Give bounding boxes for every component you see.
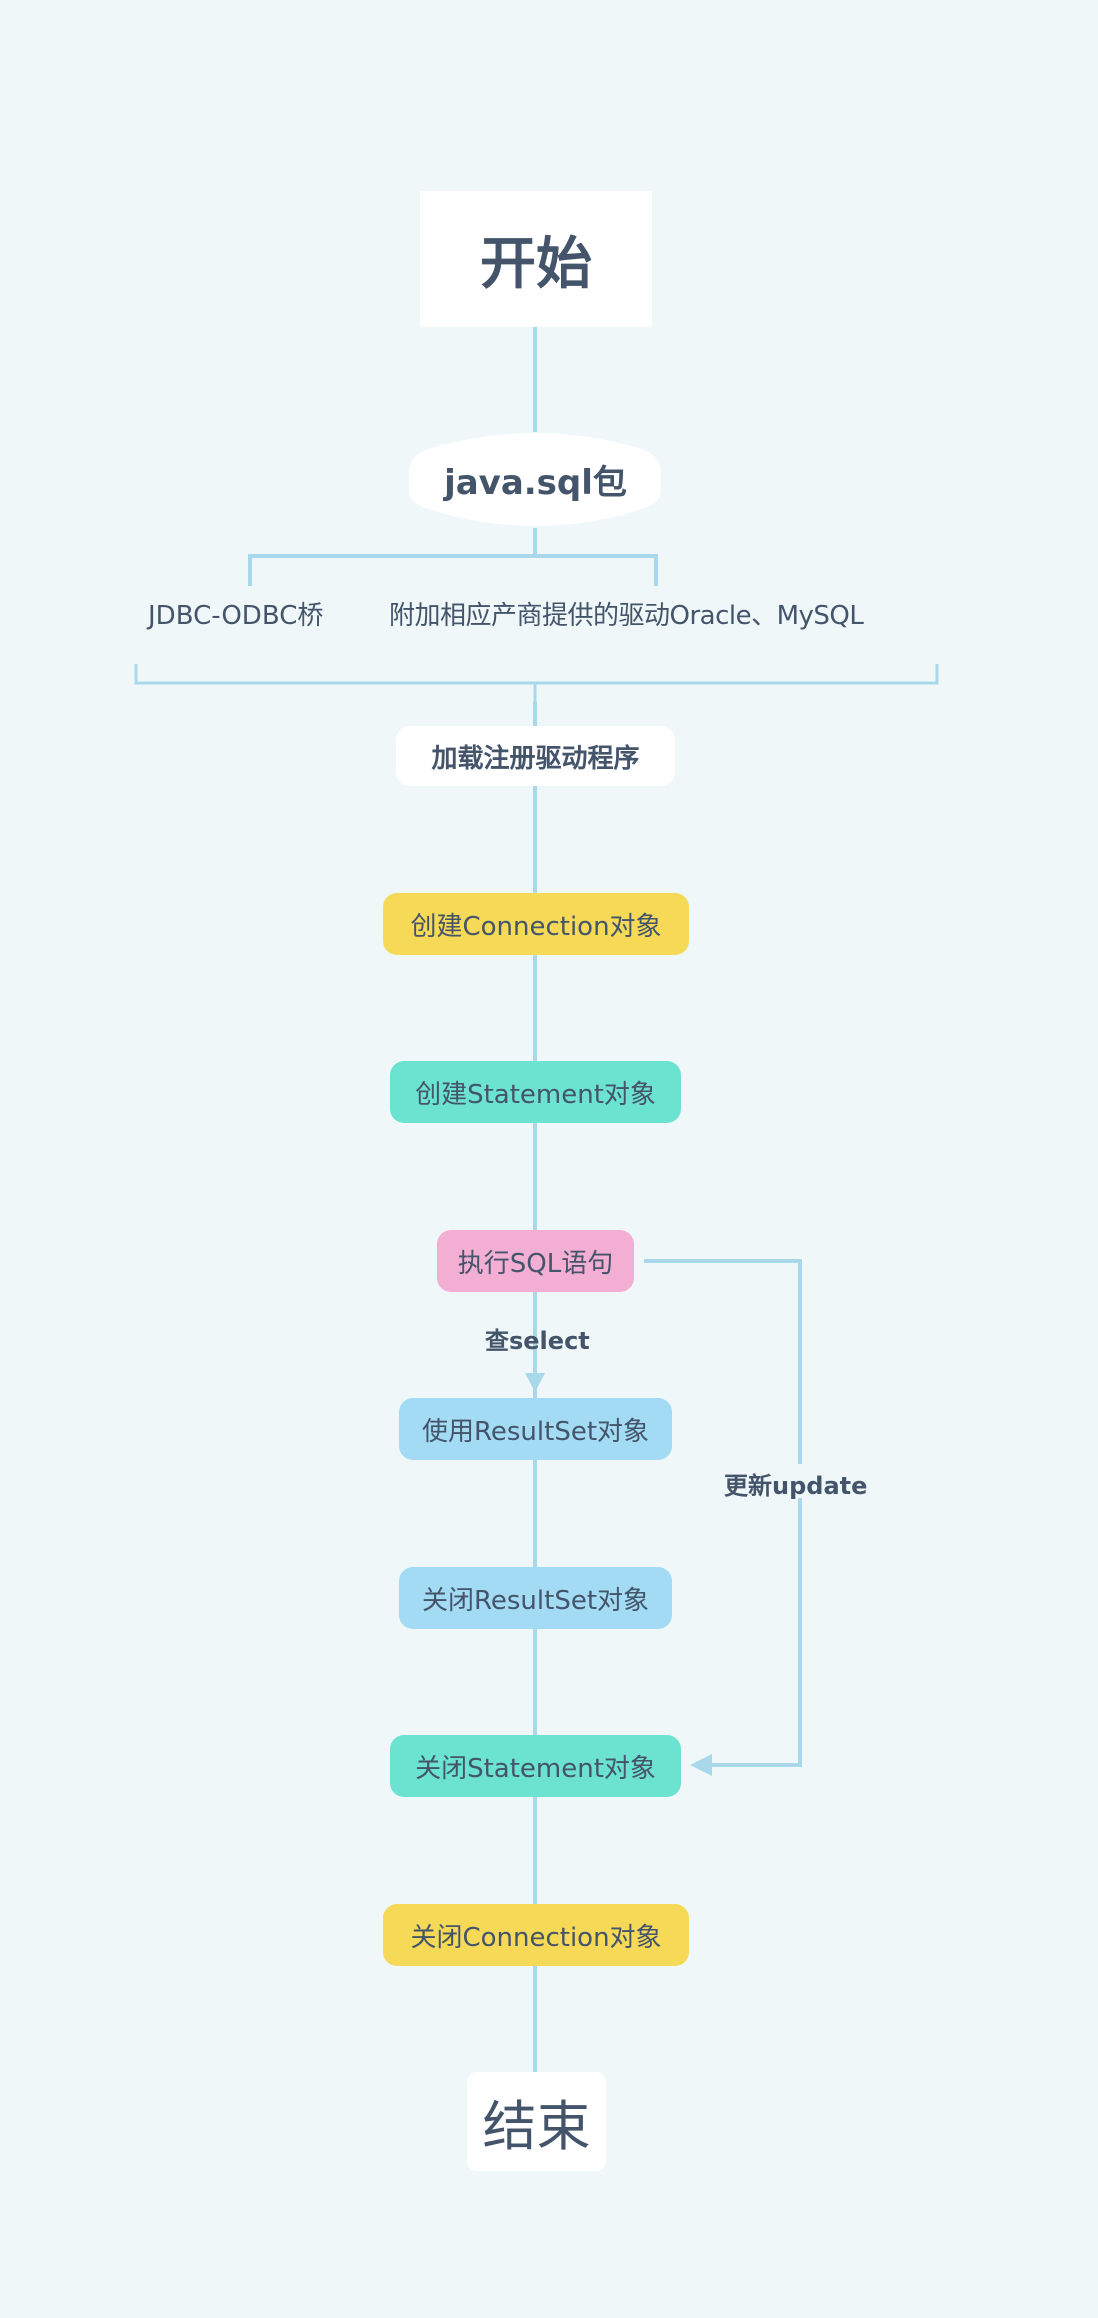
branch-jdbc-odbc: JDBC-ODBC桥 bbox=[148, 601, 324, 631]
arrow-select-head bbox=[525, 1373, 545, 1392]
close-resultset-node: 关闭ResultSet对象 bbox=[399, 1567, 672, 1629]
start-node: 开始 bbox=[420, 191, 652, 327]
end-node: 结束 bbox=[467, 2072, 606, 2171]
use-resultset-node: 使用ResultSet对象 bbox=[399, 1398, 672, 1460]
branch-vendor-driver: 附加相应产商提供的驱动Oracle、MySQL bbox=[389, 601, 864, 631]
create-connection-node: 创建Connection对象 bbox=[383, 893, 689, 955]
bracket-top bbox=[248, 528, 658, 586]
package-node: java.sql包 bbox=[444, 462, 627, 503]
close-statement-node: 关闭Statement对象 bbox=[390, 1735, 681, 1797]
arrow-update-head bbox=[690, 1754, 712, 1776]
close-connection-node: 关闭Connection对象 bbox=[383, 1904, 689, 1966]
load-driver-node: 加载注册驱动程序 bbox=[396, 726, 675, 786]
execute-sql-node: 执行SQL语句 bbox=[437, 1230, 634, 1292]
edge-label-update: 更新update bbox=[724, 1472, 868, 1500]
edge-update-loop bbox=[644, 1259, 802, 1767]
package-node-shape bbox=[409, 433, 661, 526]
bracket-bottom bbox=[134, 664, 939, 702]
create-statement-node: 创建Statement对象 bbox=[390, 1061, 681, 1123]
edge-label-select: 查select bbox=[485, 1327, 590, 1355]
